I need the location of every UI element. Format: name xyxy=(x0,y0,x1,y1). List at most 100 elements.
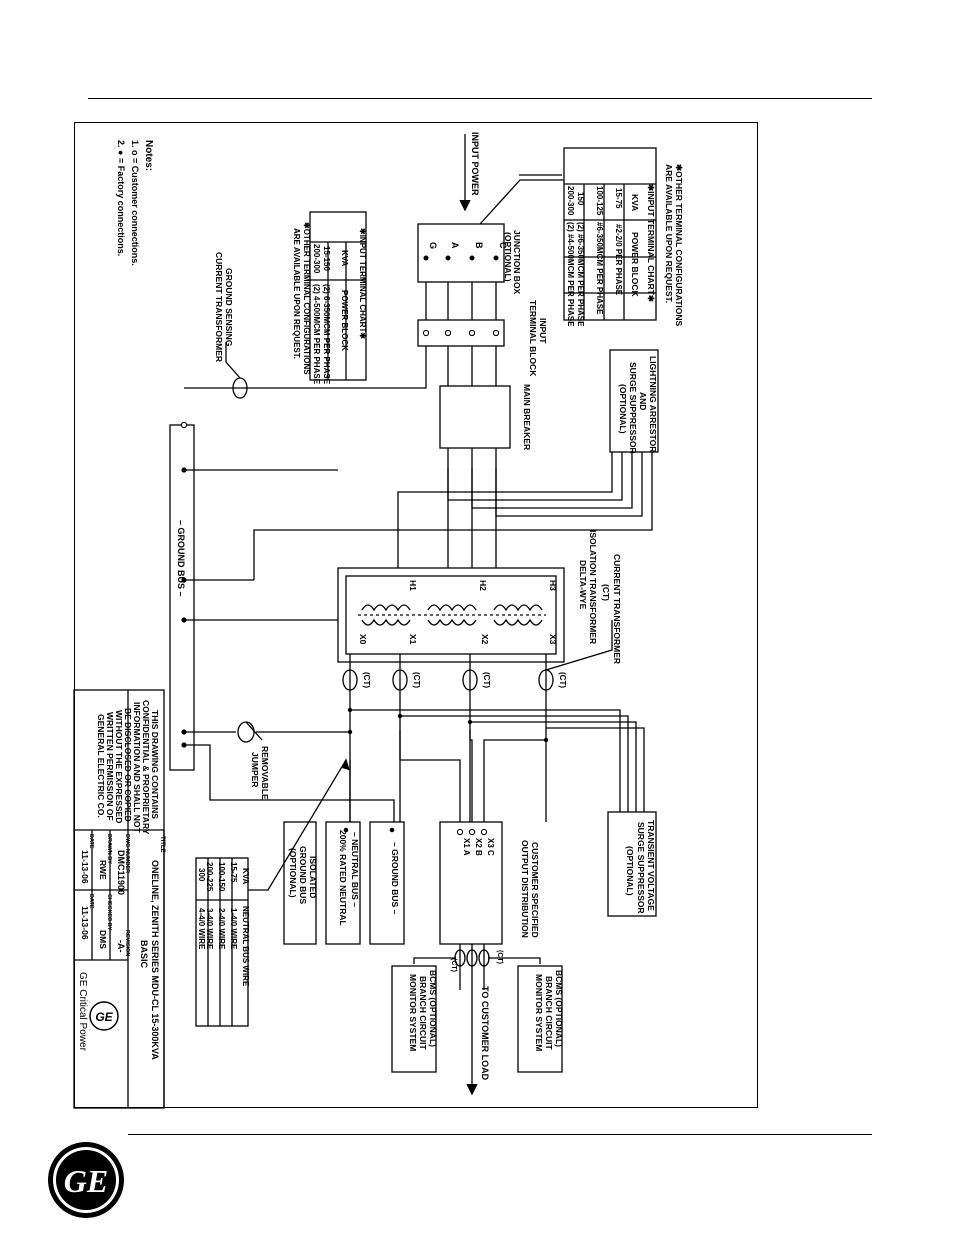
neutral-chart-col-kva: KVA xyxy=(241,868,250,885)
neutral-bus-box-line-1: – NEUTRAL BUS – xyxy=(350,832,360,907)
bcms-right-line-2: BRANCH CIRCUIT xyxy=(544,976,554,1050)
output-terminal-x2: X2 B xyxy=(474,838,483,856)
drawing-frame xyxy=(74,122,758,1108)
input-power-label: INPUT POWER xyxy=(470,132,480,196)
checked-by-label: CHECKED BY xyxy=(106,894,112,931)
dwg-number-label: DWG NUMBER xyxy=(124,834,130,873)
ge-logo-small-text: GE xyxy=(95,1010,113,1024)
neutral-chart-row-3-wire: 3-4/0 WIRE xyxy=(205,908,214,950)
output-distribution-line-1: CUSTOMER SPECIFIED xyxy=(530,842,540,938)
chart1-row-4-kva: 200-300 xyxy=(566,186,575,216)
ct-label-x2: (CT) xyxy=(482,672,491,688)
chart2-row-1-block: (2) 6-350MCM PER PHASE xyxy=(322,284,331,385)
lightning-arrestor-line-2: AND xyxy=(638,392,648,410)
removable-jumper-line-1: REMOVABLE xyxy=(260,746,270,800)
ct-label-x0: (CT) xyxy=(362,672,371,688)
chart1-row-3-block: (2) #6-350MCM PER PHASE xyxy=(576,222,585,327)
isolation-transformer-line-2: DELTA-WYE xyxy=(578,560,588,610)
proprietary-line-2: CONFIDENTIAL & PROPRIETARY xyxy=(141,700,151,835)
ge-logo-text: GE xyxy=(64,1163,108,1199)
drawn-by-label: DRAWN BY xyxy=(106,834,112,864)
ct-small-right: (CT) xyxy=(496,950,503,964)
primary-label-h1: H1 xyxy=(408,580,418,591)
proprietary-line-6: WRITTEN PERMISSION OF xyxy=(105,712,115,821)
current-transformer-line-2: (CT) xyxy=(601,584,611,601)
notes-line-1: 1. o = Customer connections. xyxy=(130,140,140,266)
output-terminal-x3: X3 C xyxy=(486,838,495,856)
tvss-line-3: (OPTIONAL) xyxy=(625,846,635,896)
ge-logo-icon: GE xyxy=(48,1142,124,1218)
isolated-ground-box-line-2: GROUND BUS xyxy=(298,846,308,904)
neutral-chart-row-4-kva: 300 xyxy=(197,868,206,882)
ct-label-x3: (CT) xyxy=(558,672,567,688)
drawn-by: RWE xyxy=(98,860,108,880)
chart2-title: ✱INPUT TERMINAL CHART✱ xyxy=(358,228,367,339)
isolated-ground-box-line-1: ISOLATED xyxy=(308,856,318,898)
chart1-row-1-kva: 15-75 xyxy=(614,188,623,209)
proprietary-line-1: THIS DRAWING CONTAINS xyxy=(150,710,160,819)
secondary-label-x3: X3 xyxy=(548,634,558,645)
tvss-line-2: SURGE SUPPRESSOR xyxy=(636,822,646,914)
ground-sensing-ct-line-2: CURRENT TRANSFORMER xyxy=(214,252,224,362)
phase-label-c: C xyxy=(498,242,508,249)
chart1-note-2: ARE AVAILABLE UPON REQUEST. xyxy=(664,164,674,303)
input-terminal-block-line-1: INPUT xyxy=(538,318,548,344)
lightning-arrestor-line-1: LIGHTNING ARRESTOR xyxy=(648,356,658,452)
company-name: GE Critical Power xyxy=(77,972,88,1052)
current-transformer-line-1: CURRENT TRANSFORMER xyxy=(612,554,622,664)
chart1-row-1-block: #2-2/0 PER PHASE xyxy=(614,224,623,296)
bcms-left-line-2: BRANCH CIRCUIT xyxy=(418,976,428,1050)
chart1-row-3-kva: 150 xyxy=(576,192,585,206)
date1-label: DATE xyxy=(88,834,94,849)
chart1-row-2-kva: 100-125 xyxy=(595,186,604,216)
title-line-2: BASIC xyxy=(139,940,149,969)
bcms-right-line-1: BCMS (OPTIONAL) xyxy=(554,970,564,1047)
title-label: TITLE xyxy=(159,836,165,853)
main-breaker-label: MAIN BREAKER xyxy=(522,384,532,450)
bcms-right-line-3: MONITOR SYSTEM xyxy=(534,974,544,1051)
proprietary-line-5: WITHOUT THE EXPRESSED xyxy=(114,710,124,823)
chart2-row-2-block: (2) 4-500MCM PER PHASE xyxy=(312,284,321,385)
chart1-col-block: POWER BLOCK xyxy=(630,232,640,298)
tvss-line-1: TRANSIENT VOLTAGE xyxy=(646,820,656,911)
revision-value: -A- xyxy=(116,940,126,953)
ge-logo-small-icon: GE xyxy=(89,1001,119,1031)
notes-line-2: 2. ● = Factory connections. xyxy=(116,140,126,256)
output-terminal-x1: X1 A xyxy=(462,838,471,856)
chart2-row-2-kva: 200-300 xyxy=(312,244,321,274)
title-line-1: ONELINE, ZENITH SERIES MDU-CL 15-300KVA xyxy=(150,860,160,1060)
primary-label-h2: H2 xyxy=(478,580,488,591)
date2: 11-13-06 xyxy=(80,906,90,940)
neutral-chart-col-wire: NEUTRAL BUS WIRE xyxy=(241,906,250,987)
chart1-row-2-block: #6-350MCM PER PHASE xyxy=(595,222,604,315)
proprietary-line-3: INFORMATION AND SHALL NOT xyxy=(132,702,142,833)
chart2-col-kva: KVA xyxy=(340,250,349,267)
bcms-left-line-3: MONITOR SYSTEM xyxy=(408,974,418,1051)
ground-bus-main-label: – GROUND BUS – xyxy=(176,520,186,597)
date1: 11-13-06 xyxy=(80,850,90,884)
chart1-row-4-block: (2) #4-500MCM PER PHASE xyxy=(566,222,575,327)
header-rule xyxy=(88,98,872,99)
secondary-label-x2: X2 xyxy=(480,634,490,645)
phase-label-a: A xyxy=(450,242,460,249)
ct-label-x1: (CT) xyxy=(412,672,421,688)
secondary-label-x1: X1 xyxy=(408,634,418,645)
chart2-col-block: POWER BLOCK xyxy=(340,290,349,351)
ground-sensing-ct-line-1: GROUND SENSING xyxy=(224,268,234,347)
neutral-chart-row-2-kva: 100-150 xyxy=(217,862,226,892)
date2-label: DATE xyxy=(88,894,94,909)
lightning-arrestor-line-3: SURGE SUPPRESSOR xyxy=(628,362,638,454)
chart1-note-1: ✱OTHER TERMINAL CONFIGURATIONS xyxy=(674,164,684,326)
checked-by: DMS xyxy=(98,930,108,949)
removable-jumper-line-2: JUMPER xyxy=(250,752,260,787)
chart2-note-1: ✱OTHER TERMINAL CONFIGURATIONS xyxy=(302,222,311,375)
phase-label-b: B xyxy=(474,242,484,249)
input-terminal-block-line-2: TERMINAL BLOCK xyxy=(528,300,538,377)
ct-small-left: (CT) xyxy=(450,958,457,972)
secondary-label-x0: X0 xyxy=(358,634,368,645)
bcms-left-line-1: BCMS (OPTIONAL) xyxy=(428,970,438,1047)
chart2-note-2: ARE AVAILABLE UPON REQUEST. xyxy=(292,228,301,359)
revision-label: REVISION xyxy=(124,930,130,956)
notes-heading: Notes: xyxy=(143,140,154,171)
